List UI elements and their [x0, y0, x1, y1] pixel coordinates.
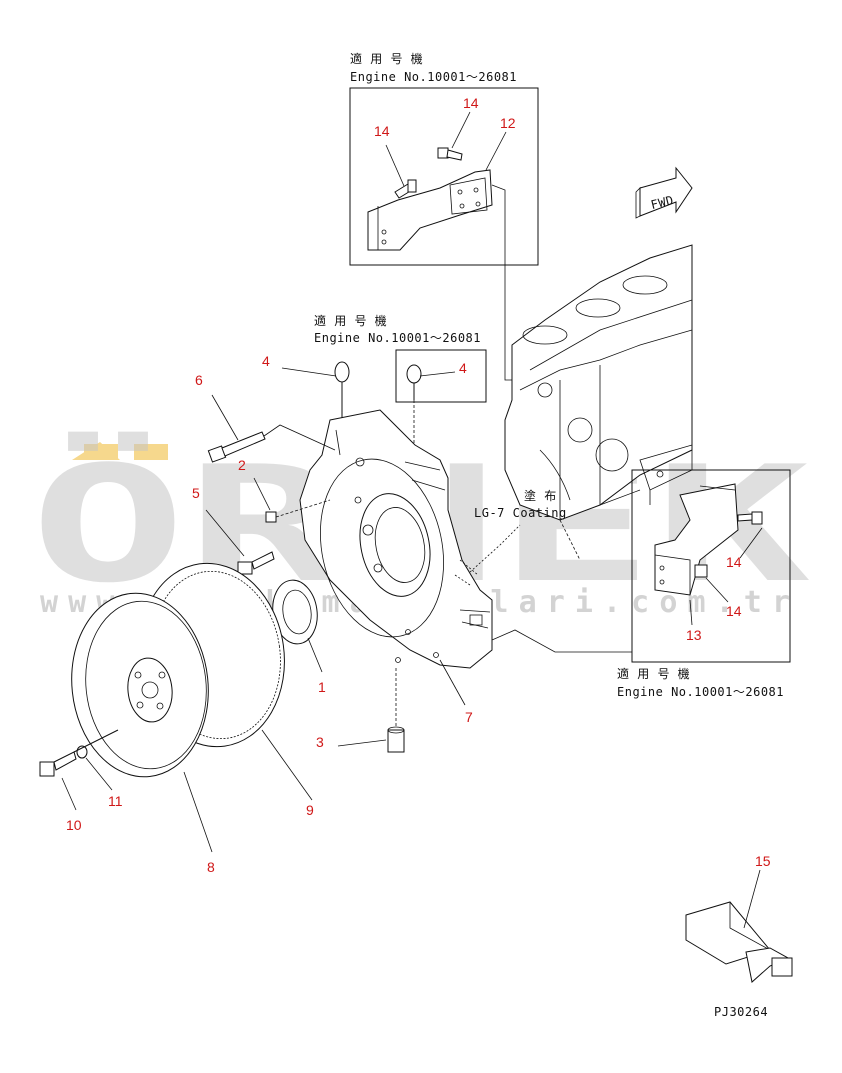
engine-block: [504, 244, 693, 521]
inset-top-engine-range: Engine No.10001～26081: [350, 70, 517, 84]
bolt-14-d: [694, 564, 708, 578]
callout-10: 10: [66, 817, 82, 833]
inset-middle: 適 用 号 機 Engine No.10001～26081 4: [314, 313, 487, 460]
coating-en: LG-7 Coating: [474, 506, 567, 520]
bolt-2: 2: [238, 457, 331, 523]
bolt-10: 10: [39, 729, 119, 833]
callout-7: 1: [318, 679, 326, 695]
callout-13: 13: [686, 627, 702, 643]
bolt-14-c: [737, 511, 763, 525]
eye-bolt-4-inset: [406, 364, 422, 384]
callout-2: 2: [238, 457, 246, 473]
eye-bolt-4: 4: [262, 353, 350, 420]
callout-1: 7: [465, 709, 473, 725]
inset-right: 14 14 13 適 用 号 機 Engine No.10001～26081: [617, 469, 791, 699]
coating-jp: 塗 布: [524, 488, 557, 503]
flywheel-8: 8: [71, 592, 215, 875]
inset-top-frame: [349, 87, 539, 266]
callout-6: 6: [195, 372, 203, 388]
callout-14-right-lower: 14: [726, 603, 742, 619]
callout-9: 9: [306, 802, 314, 818]
fwd-label: FWD: [649, 193, 675, 212]
bracket-13: [654, 483, 739, 596]
watermark-umlaut-left-block: [84, 444, 118, 460]
inset-top: 適 用 号 機 Engine No.10001～26081 14 14 12: [349, 51, 539, 381]
callout-8: 8: [207, 859, 215, 875]
callout-4-inset: 4: [459, 360, 467, 376]
bolt-14-a: [394, 179, 417, 199]
bolt-6: 6: [195, 372, 336, 463]
flywheel-housing-1: 7: [299, 409, 632, 725]
bracket-12: [367, 169, 493, 251]
callout-14-top-left: 14: [374, 123, 390, 139]
plug-3: 3: [316, 668, 405, 753]
callout-14-top: 14: [463, 95, 479, 111]
callout-3: 3: [316, 734, 324, 750]
inset-top-applicable-label: 適 用 号 機: [350, 51, 423, 66]
bolt-14-b: [437, 147, 463, 161]
callout-14-right-upper: 14: [726, 554, 742, 570]
watermark-umlaut-right-block: [134, 444, 168, 460]
coating-note: 塗 布 LG-7 Coating: [474, 488, 581, 561]
callout-12: 12: [500, 115, 516, 131]
callout-11: 11: [108, 793, 123, 809]
inset-right-frame: [631, 469, 791, 663]
inset-right-applicable-label: 適 用 号 機: [617, 666, 690, 681]
bolt-5: 5: [192, 485, 275, 575]
fwd-arrow: FWD: [635, 166, 693, 219]
tool-15: 15: [685, 853, 793, 983]
inset-middle-engine-range: Engine No.10001～26081: [314, 331, 481, 345]
drawing-code: PJ30264: [714, 1005, 768, 1019]
inset-middle-applicable-label: 適 用 号 機: [314, 313, 387, 328]
callout-4: 4: [262, 353, 270, 369]
callout-5: 5: [192, 485, 200, 501]
inset-right-engine-range: Engine No.10001～26081: [617, 685, 784, 699]
callout-15: 15: [755, 853, 771, 869]
inset-middle-frame: [395, 349, 487, 403]
